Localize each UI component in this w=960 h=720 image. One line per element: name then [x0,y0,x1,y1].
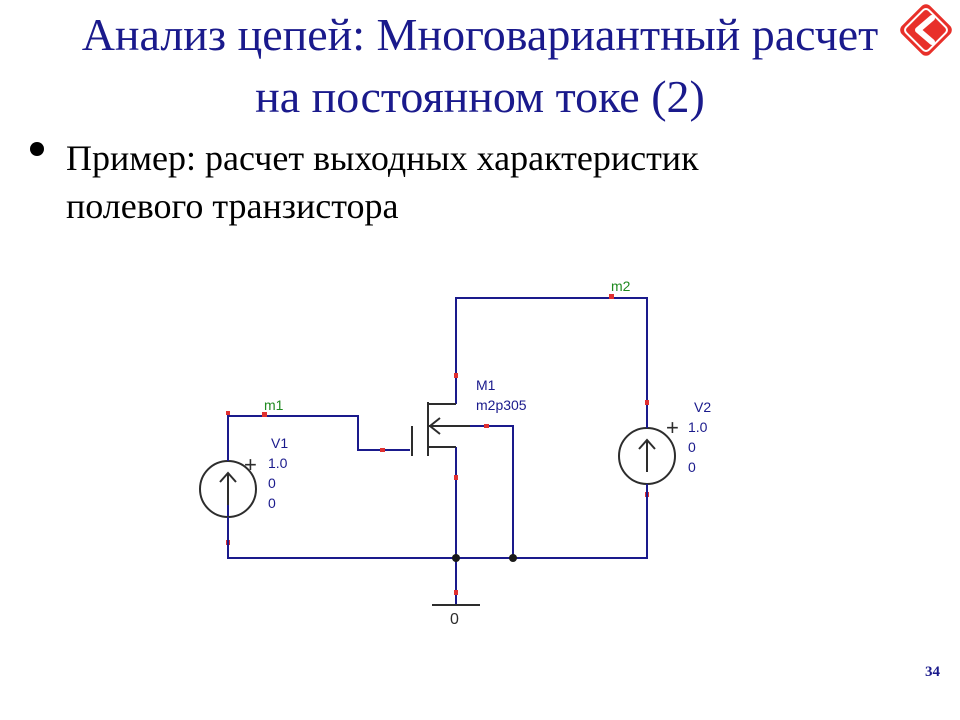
ground-label: 0 [450,611,459,628]
pin-mark [645,400,649,405]
bullet-line-1: Пример: расчет выходных характеристик [66,138,699,178]
pin-mark [226,411,230,415]
transistor-model: m2p305 [476,397,527,413]
bullet-text: Пример: расчет выходных характеристик по… [66,134,906,230]
slide-title: Анализ цепей: Многовариантный расчет на … [0,4,960,128]
v2-param-2: 0 [688,439,696,455]
v2-param-3: 0 [688,459,696,475]
transistor-name: M1 [476,377,496,393]
v1-name: V1 [271,435,288,451]
bulk-arrow [428,417,441,435]
marker-m1-label: m1 [264,397,284,413]
title-line-1: Анализ цепей: Многовариантный расчет [81,9,879,60]
v2-plus: + [666,415,679,440]
v1-plus: + [244,452,257,477]
marker-m2-probe[interactable] [609,294,614,299]
v1-param-3: 0 [268,495,276,511]
bullet-line-2: полевого транзистора [66,186,399,226]
v1-param-2: 0 [268,475,276,491]
pin-mark [484,424,489,428]
pin-mark [454,373,458,378]
bullet-dot [30,142,44,156]
v1-value: 1.0 [268,455,288,471]
transistor-m1[interactable] [411,402,470,456]
pin-mark [454,475,458,480]
pin-mark [454,590,458,595]
v2-name: V2 [694,399,711,415]
title-line-2: на постоянном токе (2) [255,71,705,122]
wire-drain [455,297,648,406]
junction-dot [509,554,517,562]
schematic-labels: M1 m2p305 m1 m2 V1 + 1.0 0 0 V2 + 1.0 0 … [244,278,711,628]
pin-mark [380,448,385,452]
marker-m2-label: m2 [611,278,631,294]
red-diamond-arrow-icon[interactable] [898,2,954,58]
marker-m1-probe[interactable] [262,412,267,417]
wire-bottom [227,493,648,559]
wire-bulk [470,425,514,558]
junction-dot [452,554,460,562]
pin-marks [226,373,649,595]
wires [227,297,648,605]
page-number: 34 [925,664,940,680]
v2-value: 1.0 [688,419,708,435]
wire-gate [227,411,410,451]
